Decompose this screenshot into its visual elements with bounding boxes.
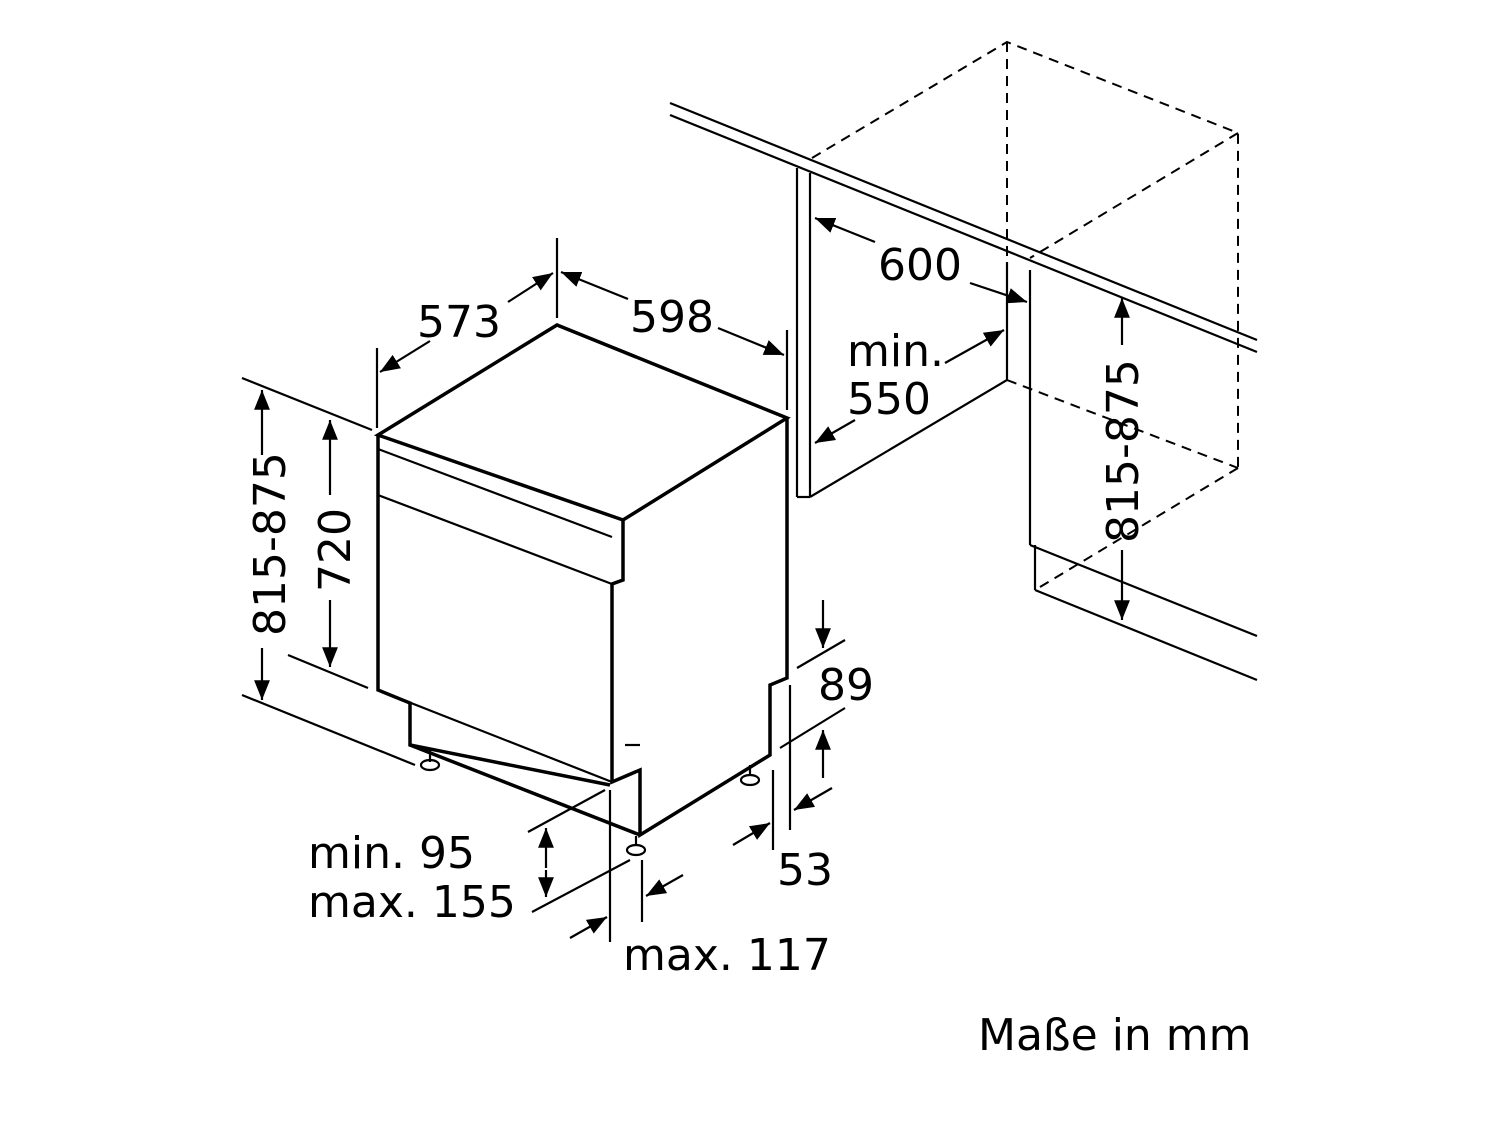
left-cabinet-panel [795,168,1009,499]
niche-depth-label-line1: min. [847,326,944,377]
plinth-height-label: 89 [818,660,874,711]
niche-width-label: 600 [878,240,962,291]
units-note: Maße in mm [978,1010,1252,1061]
door-offset-label: max. 117 [623,930,831,981]
dishwasher-body [373,323,791,839]
label-clip-mask [1266,990,1500,1090]
width-label: 598 [630,292,714,343]
height-range-left-label: 815-875 [245,452,296,636]
right-cabinet-panel [1028,270,1258,682]
feet [419,750,761,857]
niche-depth-label-line2: 550 [847,374,931,425]
plinth-depth-label: 53 [777,845,833,896]
foot-min-label: min. 95 [308,828,475,879]
dimension-lines [241,216,1130,942]
body-height-label: 720 [310,508,361,592]
height-range-right-label: 815-875 [1098,359,1149,543]
countertop [669,101,1258,354]
foot-max-label: max. 155 [308,877,516,928]
niche-outline-dashed [811,40,1239,591]
depth-label: 573 [417,297,501,348]
